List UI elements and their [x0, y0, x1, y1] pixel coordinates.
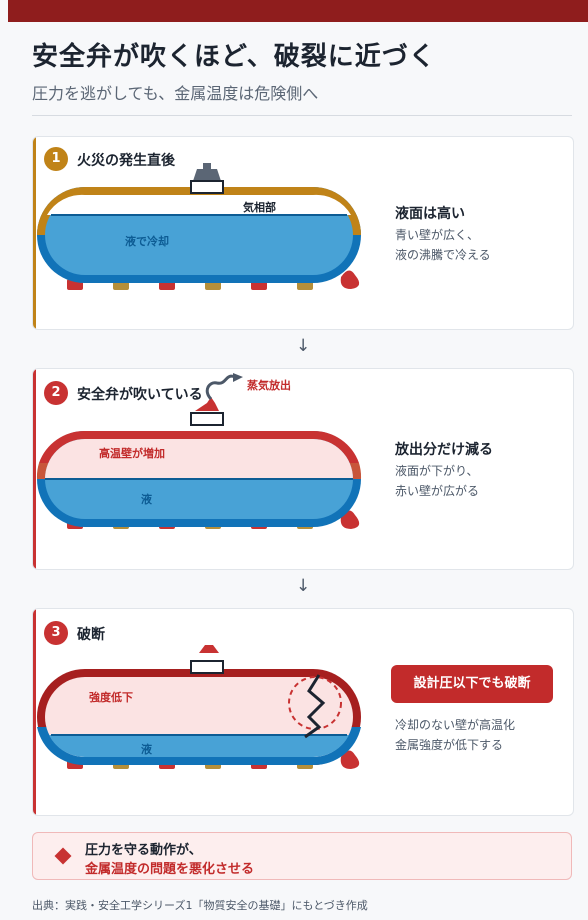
stage-title: 安全弁が吹いている — [77, 387, 203, 403]
tank-diagram-stage-1: 気相部 液で冷却 — [37, 163, 361, 290]
stage-1-panel: 気相部 液で冷却 1 火災の発生直後 液面は高い 青い壁が広く、液の沸騰で冷える — [32, 136, 574, 330]
stage-info-body: 液面が下がり、赤い壁が広がる — [395, 464, 480, 498]
source-citation: 出典：実践・安全工学シリーズ1「物質安全の基礎」にもとづき作成 — [32, 899, 368, 912]
fire-flame — [340, 270, 360, 289]
warning-callout: 圧力を守る動作が、 金属温度の問題を悪化させる — [32, 832, 572, 880]
stage-number-badge: 1 — [44, 147, 68, 171]
hot-vapor-space — [45, 439, 353, 479]
header-divider — [32, 115, 572, 116]
rupture-alert-label: 設計圧以下でも破断 — [391, 665, 553, 703]
page-subtitle: 圧力を逃がしても、金属温度は危険側へ — [32, 84, 319, 103]
callout-line-2: 金属温度の問題を悪化させる — [85, 862, 255, 877]
stage-2-panel: 蒸気放出 高温壁が増加 液 2 安全弁が吹いている 放出分だけ減る 液面が下がり… — [32, 368, 574, 570]
stage-3-panel: 強度低下 液 3 破断 設計圧以下でも破断 冷却のない壁が高温化金属強度が低下す… — [32, 608, 574, 816]
stage-info-title: 液面は高い — [395, 206, 465, 222]
tank-interior — [49, 735, 349, 758]
vapor-label: 気相部 — [243, 200, 276, 214]
stage-info-title: 放出分だけ減る — [395, 442, 493, 458]
safety-valve-icon — [195, 397, 219, 411]
steam-vent-pipe — [205, 374, 236, 401]
safety-valve-icon — [193, 169, 221, 181]
stage-number-badge: 2 — [44, 381, 68, 405]
crack-icon — [304, 674, 326, 739]
liquid-label: 液で冷却 — [125, 234, 169, 248]
stage-info-body: 冷却のない壁が高温化金属強度が低下する — [395, 718, 516, 752]
steam-label: 蒸気放出 — [247, 378, 291, 392]
liquid-label: 液 — [141, 492, 153, 506]
strength-label: 強度低下 — [89, 690, 133, 704]
callout-line-1: 圧力を守る動作が、 — [85, 843, 202, 858]
diamond-icon — [54, 847, 72, 865]
vapor-space — [47, 194, 351, 215]
stage-info-body: 青い壁が広く、液の沸騰で冷える — [395, 228, 491, 262]
stage-accent-stripe — [33, 137, 36, 329]
hot-wall-label: 高温壁が増加 — [99, 446, 165, 460]
stage-title: 破断 — [77, 627, 105, 643]
valve-flange — [190, 412, 224, 426]
stage-title: 火災の発生直後 — [77, 153, 175, 169]
fire-flame — [340, 750, 360, 769]
stage-number-badge: 3 — [44, 621, 68, 645]
tank-diagram-stage-2: 蒸気放出 高温壁が増加 液 — [36, 373, 362, 529]
top-accent-bar — [8, 0, 588, 22]
safety-valve-icon — [199, 645, 219, 653]
stage-accent-stripe — [33, 369, 36, 569]
valve-flange — [190, 660, 224, 674]
fire-flame — [340, 510, 360, 529]
valve-flange — [190, 180, 224, 194]
tank-diagram-stage-3: 強度低下 液 — [37, 645, 361, 769]
steam-arrow-icon — [233, 373, 243, 382]
down-arrow-icon: ↓ — [296, 336, 311, 356]
page-title: 安全弁が吹くほど、破裂に近づく — [32, 42, 436, 72]
valve-stem — [203, 163, 211, 169]
stage-accent-stripe — [33, 609, 36, 815]
down-arrow-icon: ↓ — [296, 576, 311, 596]
liquid-label: 液 — [141, 742, 153, 756]
